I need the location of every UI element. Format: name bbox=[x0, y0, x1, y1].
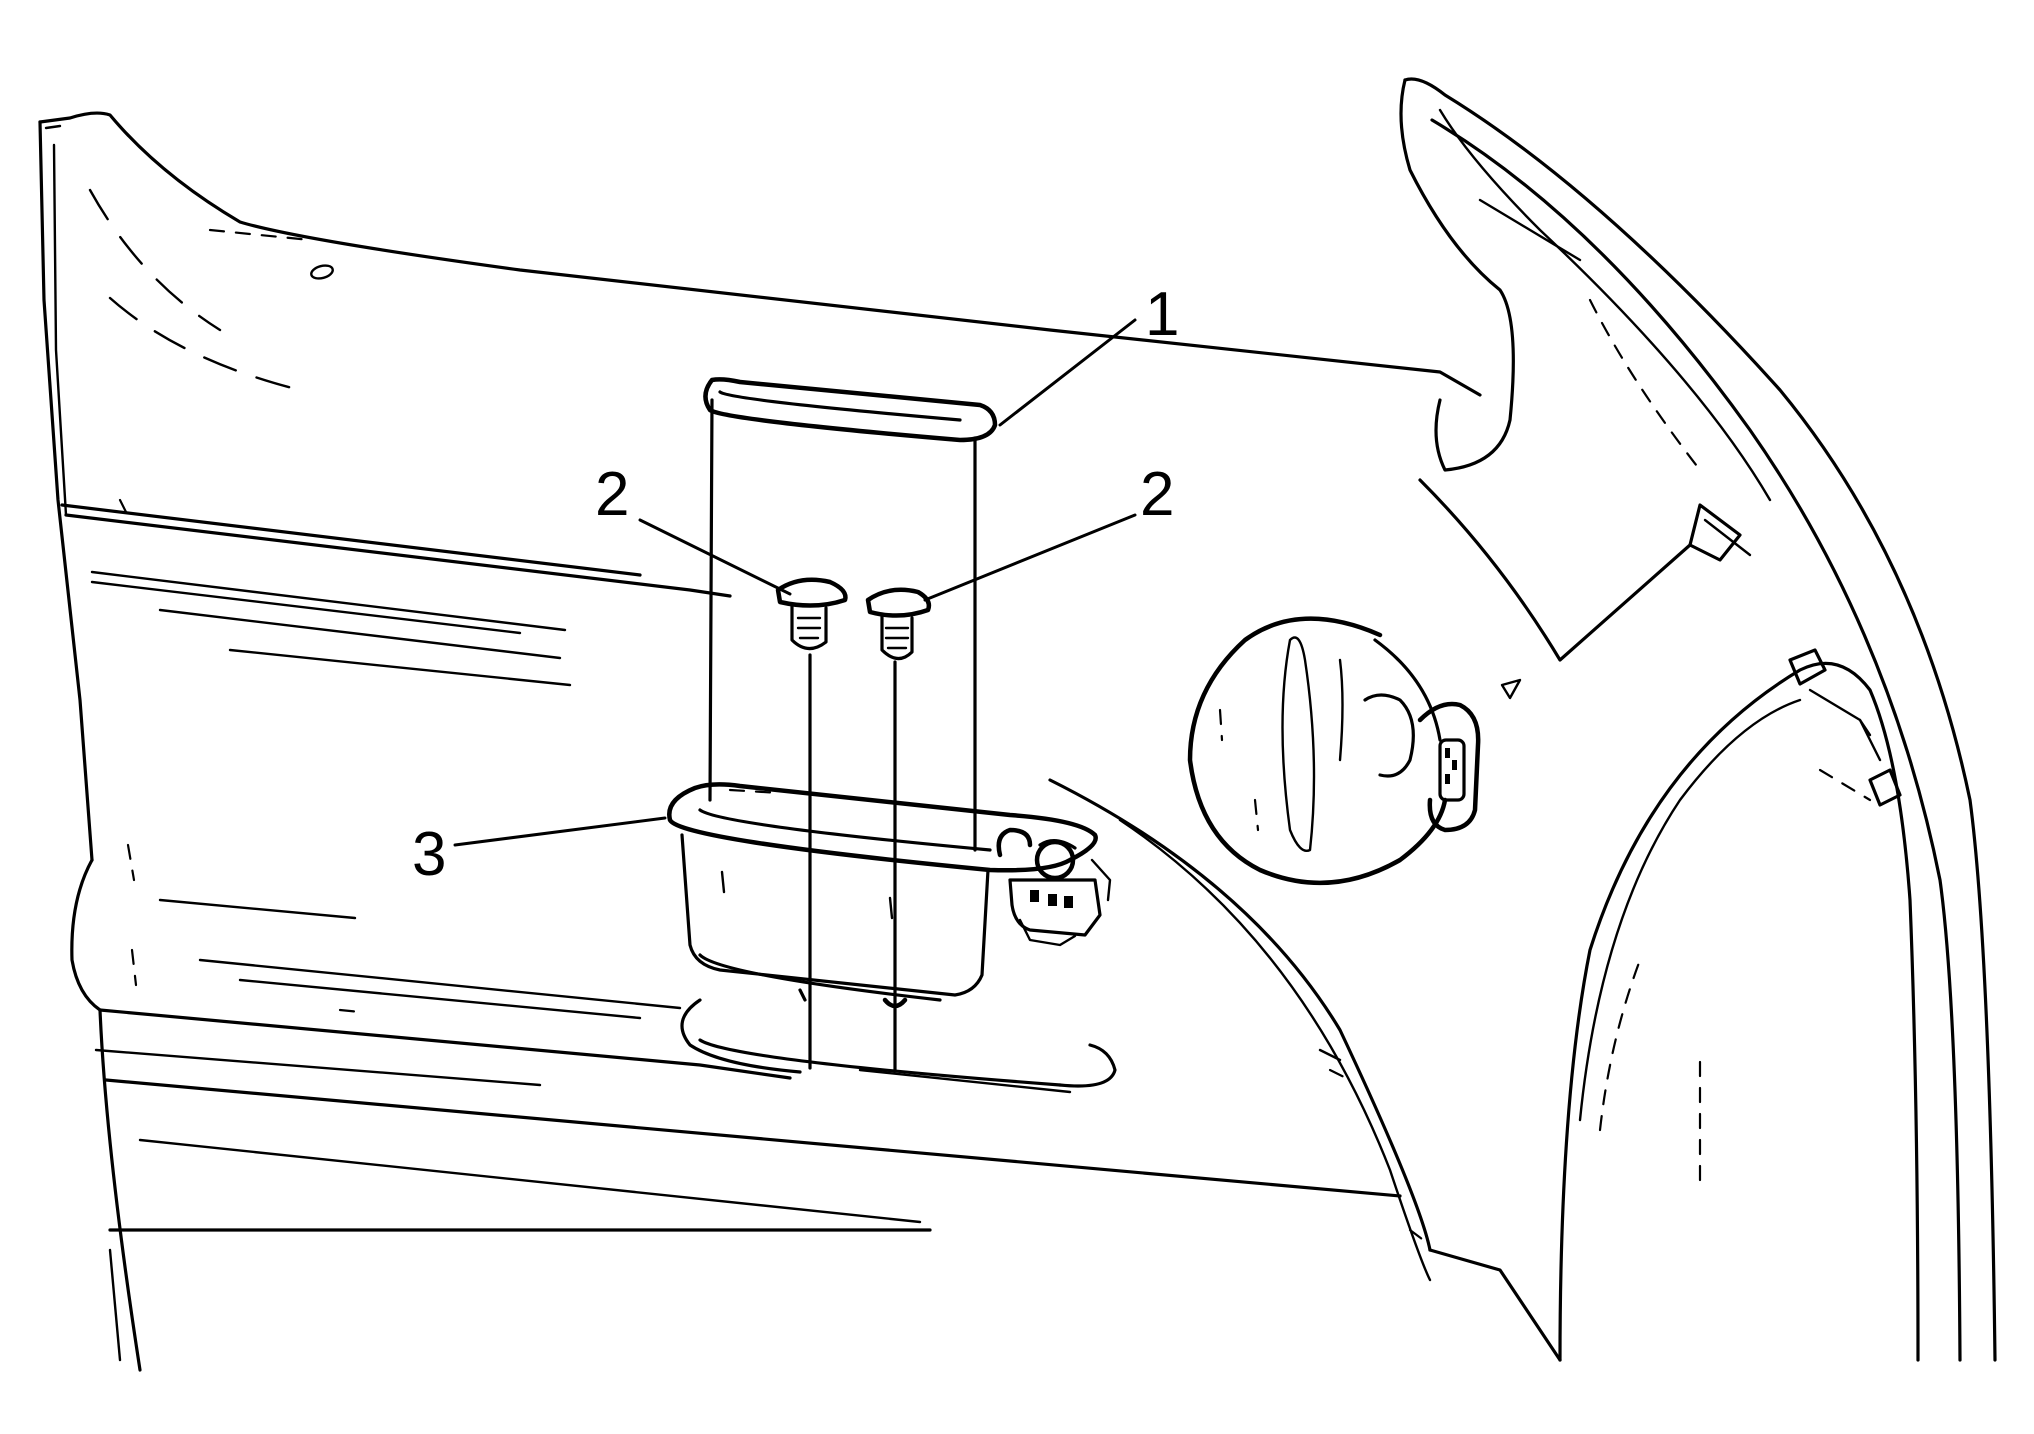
fastener-right bbox=[865, 587, 932, 1072]
callout-2-left: 2 bbox=[595, 460, 792, 596]
component-1-tube bbox=[703, 377, 998, 852]
callout-3-label: 3 bbox=[412, 820, 446, 889]
callout-2-right: 2 bbox=[923, 460, 1174, 602]
callout-1-label: 1 bbox=[1145, 280, 1179, 349]
door-frame bbox=[1048, 77, 1997, 1362]
callout-3: 3 bbox=[412, 816, 667, 889]
trim-panel bbox=[38, 111, 1482, 1372]
component-3-bezel bbox=[667, 782, 1117, 1094]
callout-1: 1 bbox=[998, 280, 1179, 427]
fastener-left bbox=[775, 577, 848, 1070]
callout-2-right-label: 2 bbox=[1140, 460, 1174, 529]
callout-2-left-label: 2 bbox=[595, 460, 629, 529]
round-speaker bbox=[1187, 616, 1481, 886]
